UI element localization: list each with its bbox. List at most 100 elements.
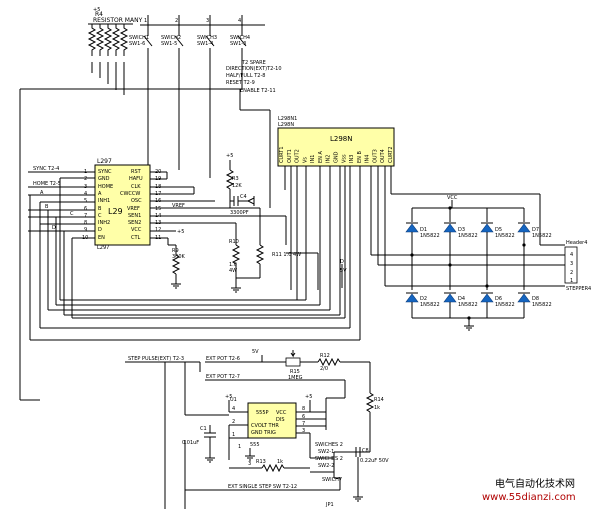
timer-ref: U1 xyxy=(230,397,237,403)
diode-d4 xyxy=(443,293,457,303)
r11-label: R11 1.0 4W xyxy=(272,252,301,258)
resistor-pack-label: RESISTOR MANY xyxy=(93,17,143,24)
switch-3-name: SWICH3 xyxy=(197,35,217,41)
l297-pin-7-name: C xyxy=(98,213,102,219)
r15-val: 1MEG xyxy=(288,375,303,381)
d7-ref: D7 xyxy=(532,227,539,233)
timer-pin-3: 3 xyxy=(302,428,305,434)
timer-plus1: +5 xyxy=(225,394,232,400)
timer-under-3: 3 xyxy=(248,461,251,467)
l297-pin-20-name: RST xyxy=(131,169,142,175)
net-c: C xyxy=(70,211,74,217)
l298-pin-7: IN2 xyxy=(326,155,332,163)
timer-inner-vcc: VCC xyxy=(276,410,287,416)
l297-pin-15-name: VREF xyxy=(127,206,140,212)
rail-mark: D xyxy=(340,259,344,265)
line-halffull: HALF/FULL T2-8 xyxy=(226,73,265,79)
l297-part: L297 xyxy=(97,245,109,251)
timer-cap-val: 0.01uF xyxy=(182,440,199,446)
d6-ref: D6 xyxy=(495,296,502,302)
resistor-pack: +5 R4 RESISTOR MANY xyxy=(87,7,143,56)
l297-pin-19-name: HAFU xyxy=(129,176,143,182)
l298-pin-12: IN4 xyxy=(365,155,371,163)
header-pin-2: 2 xyxy=(570,270,573,276)
net-sync: SYNC T2-4 xyxy=(33,166,59,172)
l297-pin-12-name: VCC xyxy=(131,227,142,233)
r15-ref: R15 xyxy=(290,369,300,375)
net-step-pulse: STEP PULSE(EXT) T2-3 xyxy=(128,356,184,362)
l297-pin-5-num: 5 xyxy=(84,198,87,204)
d4-ref: D4 xyxy=(458,296,465,302)
switch-1-ref: SW1-6 xyxy=(129,41,145,47)
l297-right-nets: VREF +5 xyxy=(150,171,286,246)
l297-pin-4-num: 4 xyxy=(84,191,87,197)
l297-pin-18-name: CLK xyxy=(131,184,141,190)
l298-pin-14: OUT4 xyxy=(380,149,386,163)
l298-pin-4: Vs xyxy=(302,157,308,163)
timer-under-1: 1 xyxy=(238,444,241,450)
net-ext-pot: EXT POT T2-6 xyxy=(206,356,240,362)
watermark-title: 电气自动化技术网 xyxy=(495,477,575,490)
d2-part: 1N5822 xyxy=(420,302,440,308)
l297-center: L29 xyxy=(108,207,123,216)
net-home: HOME T2-5 xyxy=(33,181,61,187)
timer-part: 555 xyxy=(250,442,260,448)
diode-d1 xyxy=(405,223,419,233)
l297-chip: L297 L297 L29 1 SYNC 2 GND 3 HOME 4 A 5 … xyxy=(82,158,161,251)
r10-val2: 4W xyxy=(229,268,237,274)
timer-555: U1 +5 +5 555P VCC DIS CVOLT THR GND TRIG… xyxy=(182,394,389,502)
diode-d7 xyxy=(517,223,531,233)
l297-pin-17-name: CWCCW xyxy=(120,191,140,197)
l297-pin-6-num: 6 xyxy=(84,206,87,212)
net-d: D xyxy=(52,225,56,231)
bus-lines xyxy=(30,89,392,341)
timer-inner-cvolt: CVOLT THR xyxy=(251,423,279,429)
l297-pin-6-name: B xyxy=(98,206,102,212)
l297-pin-9-num: 9 xyxy=(84,227,87,233)
rc-network: +5 R3 12K C4 3300PF R9 300K R10 1.0 4W xyxy=(171,153,347,293)
timer-pin-8: 8 xyxy=(302,406,305,412)
r14-ref: R14 xyxy=(374,397,384,403)
switch-pin-1: 1 xyxy=(144,18,147,24)
header-pin-3: 3 xyxy=(570,261,573,267)
l298-pin-8: GND xyxy=(334,151,340,163)
net-5v: 5V xyxy=(252,349,259,355)
net-single-step: EXT SINGLE STEP SW T2-12 xyxy=(228,484,297,490)
l297-pin-12-num: 12 xyxy=(155,227,161,233)
l297-pin-9-name: D xyxy=(98,227,102,233)
r3-val: 12K xyxy=(232,183,242,189)
l298-pin-3: OUT2 xyxy=(295,149,301,163)
r9-val: 300K xyxy=(172,254,186,260)
d1-ref: D1 xyxy=(420,227,427,233)
r10-ref: R10 xyxy=(229,239,239,245)
r9-ref: R9 xyxy=(172,248,179,254)
l297-pin-2-name: GND xyxy=(98,176,110,182)
l297-pin-10-name: EN xyxy=(98,235,105,241)
swblk-label-3: SWICHES 2 xyxy=(315,456,343,462)
d7-part: 1N5822 xyxy=(532,233,552,239)
l297-pin-1-name: SYNC xyxy=(98,169,112,175)
l298-pin-10: IN3 xyxy=(349,155,355,163)
net-b: B xyxy=(45,204,49,210)
header-part: STEPPER4 xyxy=(566,286,591,292)
diode-d8 xyxy=(517,293,531,303)
timer-pin-1: 1 xyxy=(232,432,235,438)
l297-pin-16-name: OSC xyxy=(131,198,142,204)
timer-cap-ref: C1 xyxy=(200,426,207,432)
l297-pin-15-num: 15 xyxy=(155,206,161,212)
timer-pin-2: 2 xyxy=(232,419,235,425)
d3-ref: D3 xyxy=(458,227,465,233)
l297-left-nets: SYNC T2-4 HOME T2-5 A B C D xyxy=(28,166,95,340)
timer-inner-gnd: GND TRIG xyxy=(251,430,276,436)
c8-val: 0.22uF 50V xyxy=(360,458,389,464)
swblk-label-5: SWICH7 xyxy=(322,477,342,483)
timer-pin-6: 6 xyxy=(302,414,305,420)
l297-pin-5-name: INH1 xyxy=(98,198,110,204)
l298-pin-2: OUT1 xyxy=(287,149,293,163)
timer-title: 555P xyxy=(256,410,269,416)
l297-vcc-net: +5 xyxy=(177,229,184,235)
resistor-pack-plus: +5 xyxy=(93,7,100,13)
l298-pin-13: OUT3 xyxy=(372,149,378,163)
